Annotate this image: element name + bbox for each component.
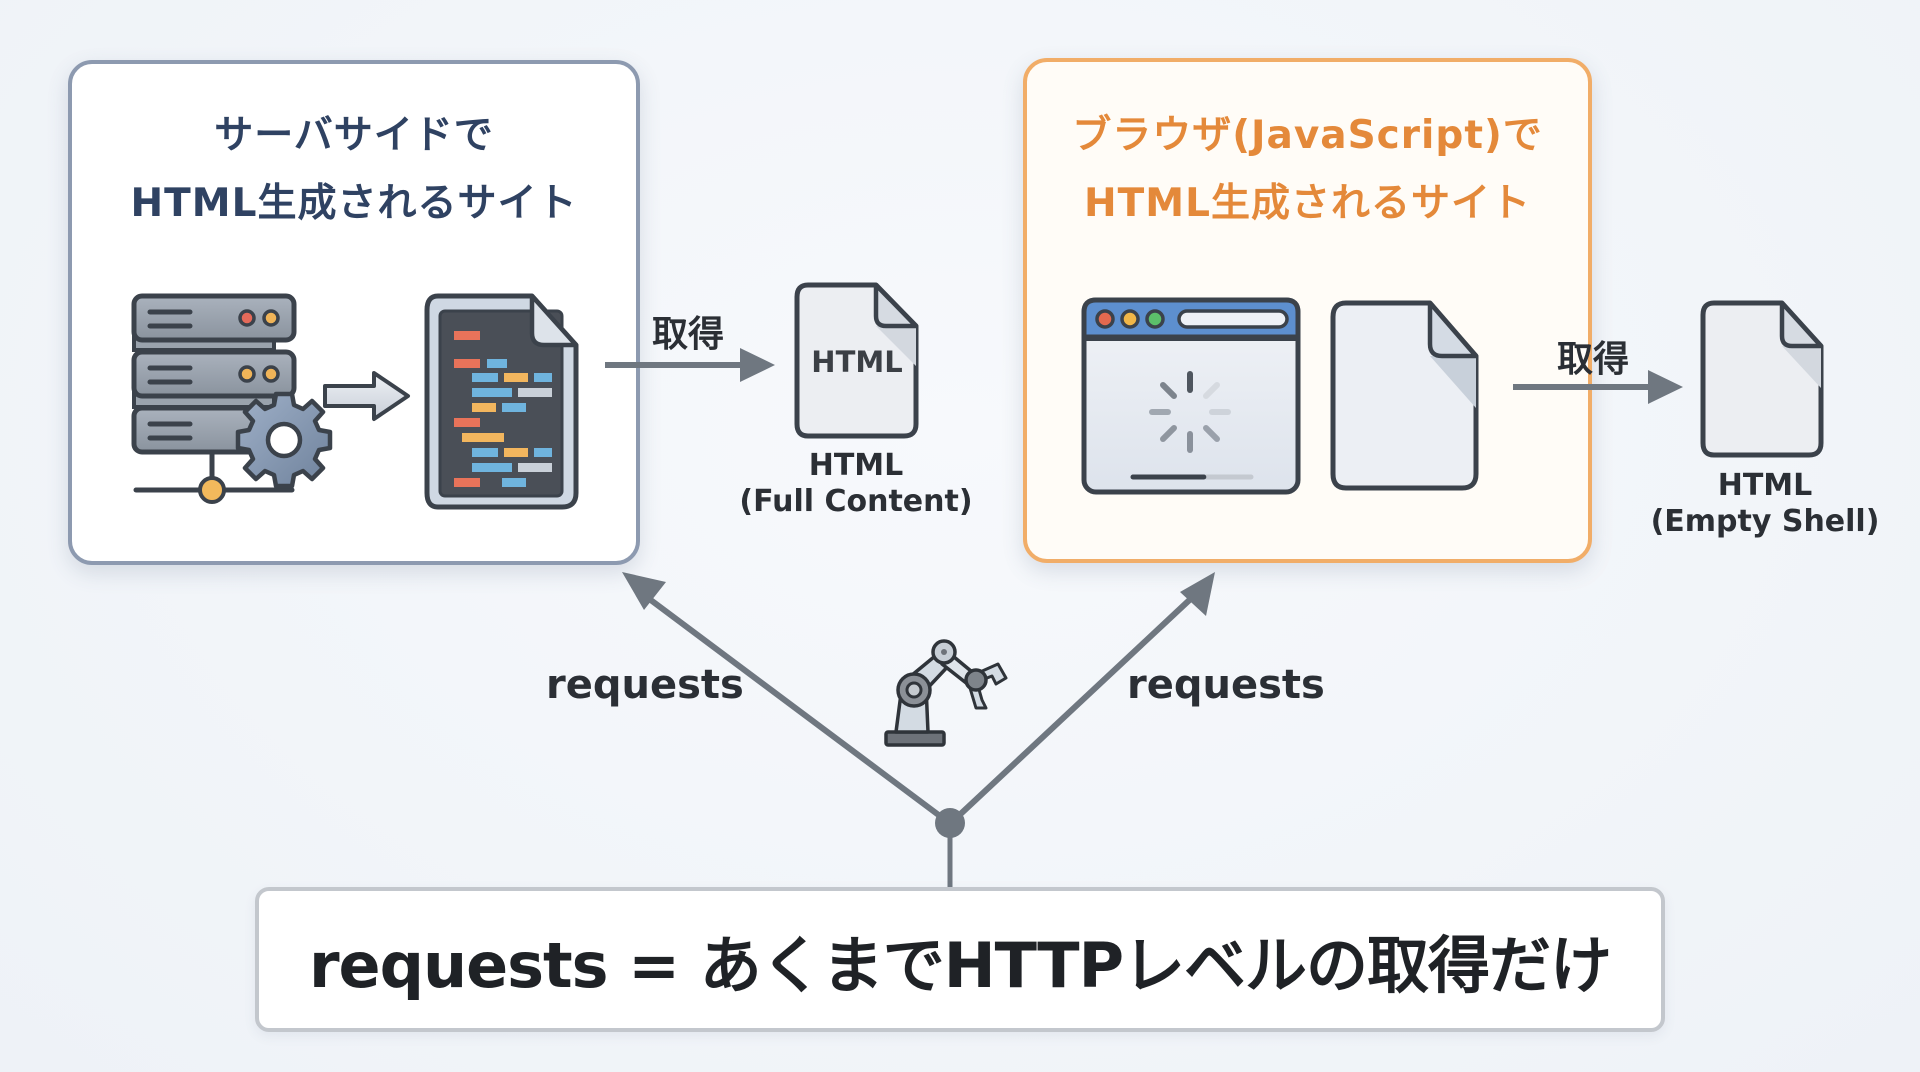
browser-side-title: ブラウザ(JavaScript)で HTML生成されるサイト bbox=[1027, 102, 1588, 238]
request-line-right bbox=[949, 572, 1215, 825]
fetch-label-left: 取得 bbox=[652, 314, 725, 355]
html-file-text: HTML bbox=[811, 345, 903, 379]
summary-text: requests = あくまでHTTPレベルの取得だけ bbox=[308, 928, 1612, 1002]
server-rack-icon bbox=[131, 293, 333, 504]
server-side-title-line2: HTML生成されるサイト bbox=[130, 181, 578, 226]
summary-box: requests = あくまでHTTPレベルの取得だけ bbox=[255, 887, 1665, 1032]
blank-file-icon bbox=[1330, 300, 1479, 491]
requests-label-right: requests bbox=[1127, 662, 1325, 708]
browser-side-title-line1: ブラウザ(JavaScript)で bbox=[1072, 113, 1543, 158]
empty-shell-caption-line2: (Empty Shell) bbox=[1650, 504, 1880, 539]
code-file-icon bbox=[424, 293, 579, 510]
browser-window-icon bbox=[1081, 297, 1301, 495]
server-side-title: サーバサイドで HTML生成されるサイト bbox=[72, 102, 636, 238]
arrow-right-icon bbox=[323, 371, 410, 421]
fetch-arrow-left bbox=[605, 348, 775, 382]
gear-icon bbox=[235, 391, 333, 489]
browser-side-title-line2: HTML生成されるサイト bbox=[1084, 181, 1531, 226]
empty-shell-caption: HTML (Empty Shell) bbox=[1620, 468, 1910, 540]
loading-spinner-icon bbox=[1149, 371, 1231, 453]
requests-label-left: requests bbox=[546, 662, 744, 708]
junction-node bbox=[935, 808, 965, 838]
robot-arm-icon bbox=[884, 639, 1008, 747]
fetch-label-right: 取得 bbox=[1557, 339, 1630, 380]
code-lines bbox=[454, 331, 552, 487]
server-side-title-line1: サーバサイドで bbox=[214, 113, 494, 158]
full-content-caption-line1: HTML bbox=[808, 448, 904, 483]
fetch-arrow-right bbox=[1513, 370, 1683, 404]
full-content-caption-line2: (Full Content) bbox=[739, 484, 973, 519]
full-content-caption: HTML (Full Content) bbox=[700, 448, 1012, 520]
empty-shell-caption-line1: HTML bbox=[1717, 468, 1813, 503]
html-file-icon bbox=[794, 282, 919, 439]
empty-shell-file-icon bbox=[1700, 300, 1824, 458]
request-line-left bbox=[622, 572, 950, 825]
